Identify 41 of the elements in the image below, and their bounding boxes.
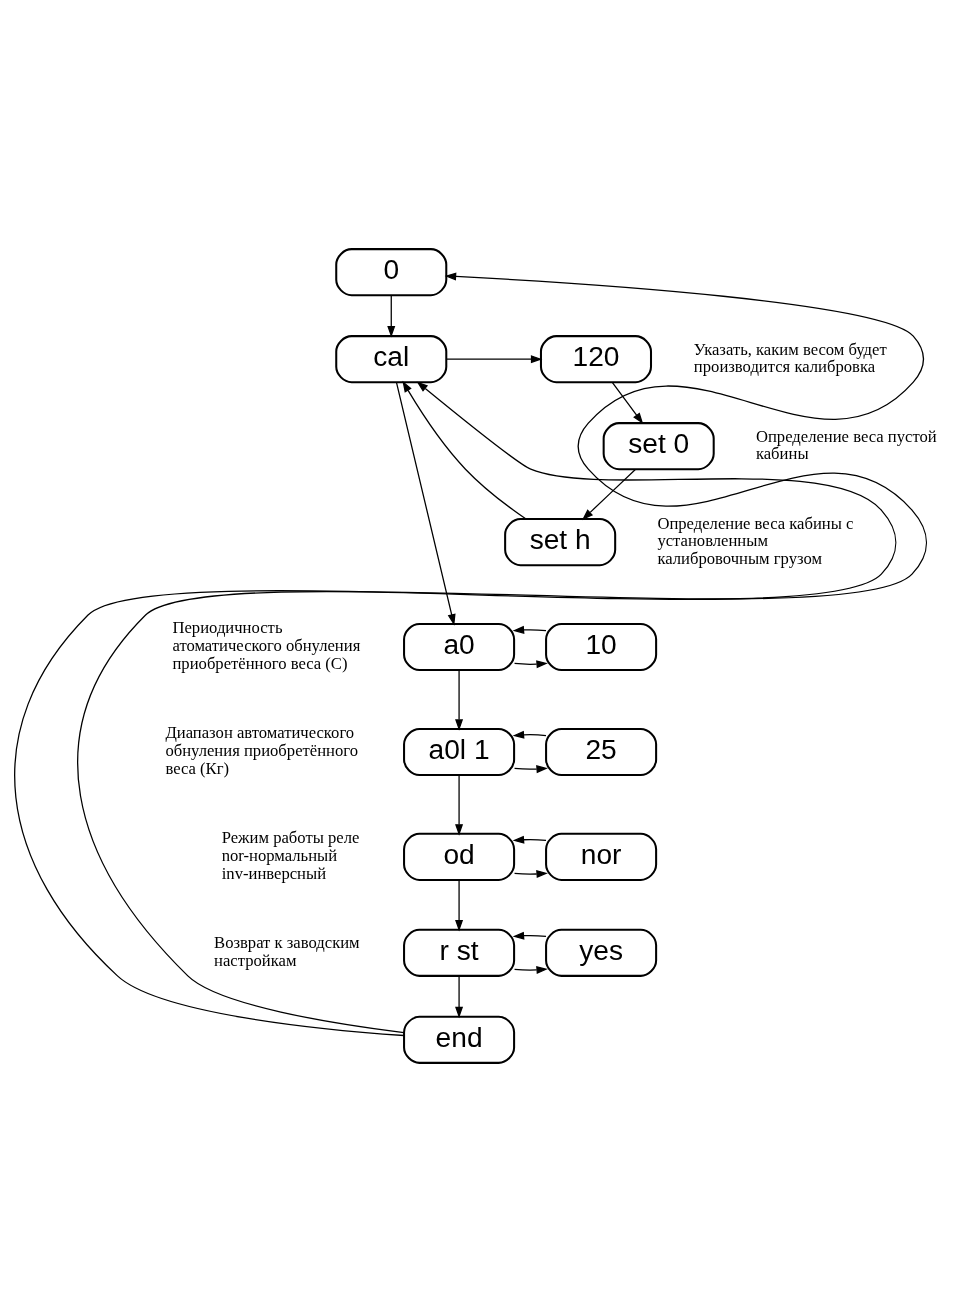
node-box: set 0	[602, 421, 715, 470]
arrow	[454, 774, 463, 836]
node-box: r st	[402, 928, 515, 977]
arrow	[512, 625, 547, 634]
arrow	[512, 835, 547, 844]
arrow	[581, 468, 636, 520]
node-box: end	[402, 1015, 515, 1064]
node-box: 10	[544, 622, 657, 671]
node-label: Определение веса пустой кабины	[755, 426, 937, 463]
arrow	[445, 354, 542, 363]
node-label: Диапазон автоматического обнуления приобретённого веса (Кг)	[164, 722, 358, 778]
arrow	[512, 931, 547, 940]
node-box: nor	[544, 832, 657, 881]
arrow	[454, 975, 463, 1018]
arrow	[513, 659, 548, 668]
arrow	[611, 381, 643, 424]
node-label: Режим работы реле nor-нормальный inv-инверсный	[221, 827, 359, 883]
node-label: Периодичность атоматического обнуления приобретённого веса (С)	[171, 617, 360, 673]
node-label: Определение веса кабины с установленным калибровочным грузом	[656, 513, 853, 568]
node-box: a0	[402, 622, 515, 671]
arrow	[401, 380, 527, 520]
node-label: Указать, каким весом будет производится калибровка	[693, 339, 887, 376]
node-box: cal	[334, 334, 447, 383]
arrow	[512, 730, 547, 739]
node-label: Возврат к заводским настройкам	[213, 932, 360, 970]
arrow	[513, 764, 548, 773]
arrow	[395, 381, 456, 626]
node-box: 25	[544, 727, 657, 776]
node-box: 0	[334, 247, 447, 296]
arrow	[454, 879, 463, 931]
node-box: set h	[503, 517, 616, 566]
arrow	[513, 869, 548, 878]
node-box: 120	[539, 334, 652, 383]
arrow	[76, 271, 927, 1033]
node-box: yes	[544, 928, 657, 977]
node-box: a0l 1	[402, 727, 515, 776]
arrow	[513, 965, 548, 974]
arrow	[386, 294, 395, 337]
node-box: od	[402, 832, 515, 881]
arrow	[13, 380, 896, 1036]
arrow	[454, 669, 463, 731]
